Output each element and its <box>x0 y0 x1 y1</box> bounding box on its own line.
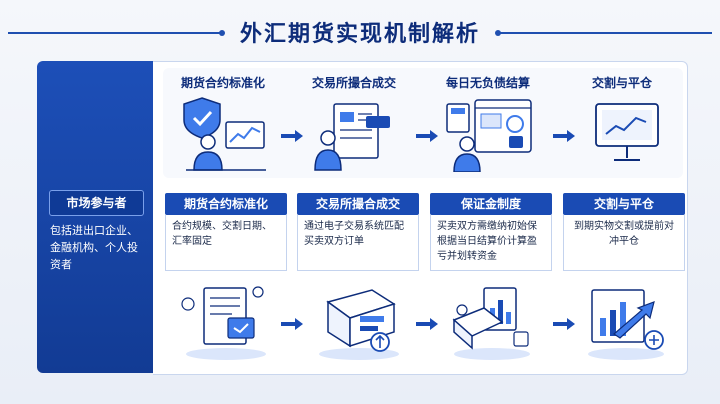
step-body-2: 通过电子交易系统匹配买卖双方订单 <box>297 215 419 271</box>
arrow-right-icon <box>281 130 303 142</box>
participants-description: 包括进出口企业、金融机构、个人投资者 <box>50 224 138 271</box>
top-title-1: 期货合约标准化 <box>180 76 265 90</box>
step-header-1: 期货合约标准化 <box>165 193 287 215</box>
step-body-3: 买卖双方需缴纳初始保根据当日结算价计算盈亏并划转资金 <box>430 215 552 271</box>
top-title-4: 交割与平仓 <box>591 76 652 90</box>
page-title: 外汇期货实现机制解析 <box>239 22 480 47</box>
top-title-3: 每日无负债结算 <box>445 76 530 90</box>
top-title-2: 交易所撮合成交 <box>311 76 396 90</box>
monitor-chart-icon <box>595 103 659 161</box>
participants-sidebar <box>37 61 153 373</box>
arrow-right-icon <box>416 318 438 330</box>
step-header-4: 交割与平仓 <box>563 193 685 215</box>
title-rule-right <box>495 30 712 36</box>
delivery-chart-icon <box>588 289 664 360</box>
step-header-3: 保证金制度 <box>430 193 552 215</box>
arrow-right-icon <box>416 130 438 142</box>
contract-document-icon <box>181 286 266 360</box>
title-rule-left <box>8 30 225 36</box>
shield-person-chart-icon <box>183 97 266 171</box>
person-calculator-screen-icon <box>446 99 532 172</box>
title-bar: 外汇期货实现机制解析 <box>0 10 720 54</box>
arrow-right-icon <box>553 318 575 330</box>
step-body-4: 到期实物交割或提前对冲平仓 <box>563 215 685 271</box>
arrow-right-icon <box>281 318 303 330</box>
person-document-icon <box>314 103 390 171</box>
arrow-right-icon <box>553 130 575 142</box>
participants-badge: 市场参与者 <box>49 190 144 216</box>
step-body-1: 合约规模、交割日期、汇率固定 <box>165 215 287 271</box>
settlement-chart-icon <box>452 287 530 360</box>
step-header-2: 交易所撮合成交 <box>297 193 419 215</box>
trading-screen-icon <box>319 289 399 360</box>
